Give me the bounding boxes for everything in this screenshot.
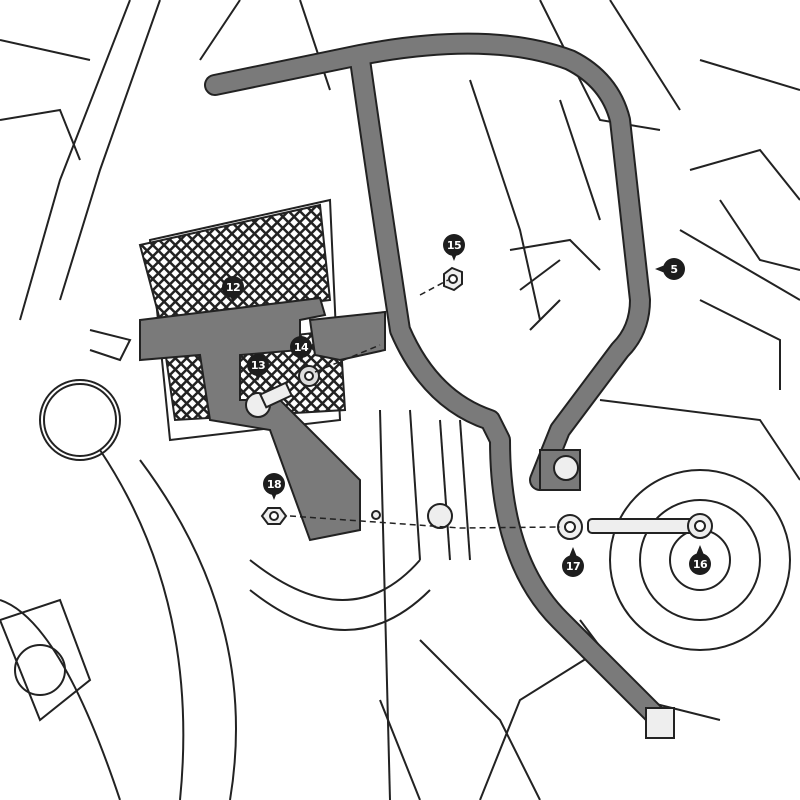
callout-5: 5 bbox=[655, 258, 685, 288]
callout-pointer bbox=[569, 547, 577, 557]
callout-14: 14 bbox=[290, 336, 312, 366]
callout-pointer bbox=[450, 251, 458, 261]
callout-14-label: 14 bbox=[290, 336, 312, 358]
callout-16-label: 16 bbox=[689, 553, 711, 575]
callout-pointer bbox=[229, 293, 237, 303]
callout-pointer bbox=[270, 490, 278, 500]
callout-12: 12 bbox=[222, 276, 244, 306]
callout-13: 13 bbox=[247, 354, 269, 384]
callout-12-label: 12 bbox=[222, 276, 244, 298]
callout-18-label: 18 bbox=[263, 473, 285, 495]
callout-13-label: 13 bbox=[247, 354, 269, 376]
callout-17-label: 17 bbox=[562, 555, 584, 577]
callout-15-label: 15 bbox=[443, 234, 465, 256]
callout-5-label: 5 bbox=[663, 258, 685, 280]
callout-17: 17 bbox=[562, 547, 584, 585]
callout-16: 16 bbox=[689, 545, 711, 583]
callout-pointer bbox=[655, 265, 665, 273]
callout-pointer bbox=[254, 371, 262, 381]
callout-pointer bbox=[297, 353, 305, 363]
callout-pointer bbox=[696, 545, 704, 555]
callout-18: 18 bbox=[263, 473, 285, 503]
callout-15: 15 bbox=[443, 234, 465, 264]
